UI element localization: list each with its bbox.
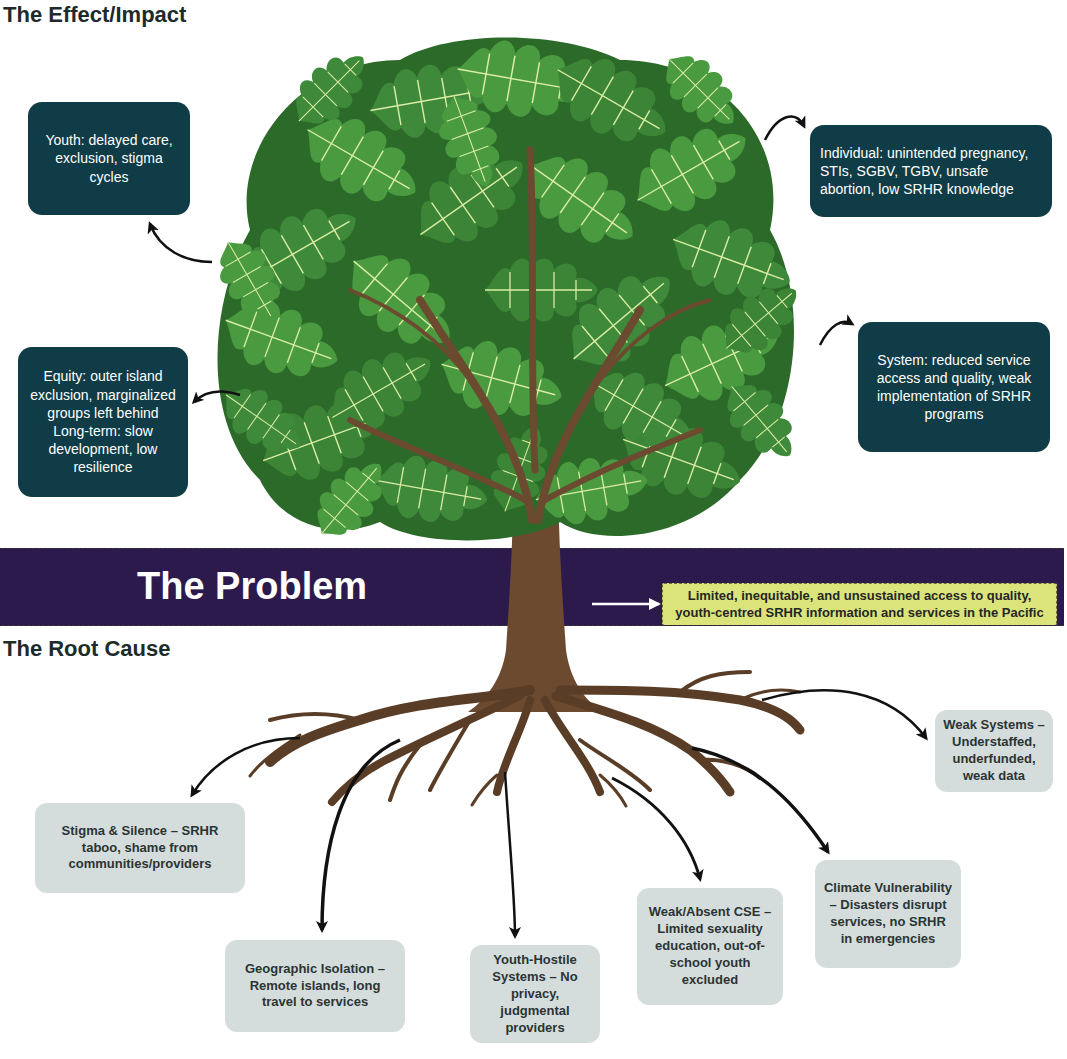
root-cause-box: Weak/Absent CSE – Limited sexuality educ… (637, 888, 783, 1005)
effect-box: Equity: outer island exclusion, marginal… (18, 347, 188, 497)
root-cause-box: Stigma & Silence – SRHR taboo, shame fro… (35, 803, 245, 893)
problem-statement-box: Limited, inequitable, and unsustained ac… (662, 583, 1057, 625)
box-text: Equity: outer island exclusion, marginal… (28, 367, 178, 422)
root-cause-box: Youth-Hostile Systems – No privacy, judg… (470, 945, 600, 1043)
box-text: Geographic Isolation – Remote islands, l… (233, 961, 397, 1012)
connector-arrow (592, 603, 659, 606)
root-cause-box: Climate Vulnerability – Disasters disrup… (815, 860, 961, 968)
effect-box: Individual: unintended pregnancy, STIs, … (810, 125, 1052, 217)
box-text: Youth: delayed care, exclusion, stigma c… (38, 131, 180, 186)
box-text: Individual: unintended pregnancy, STIs, … (820, 144, 1042, 199)
root-cause-box: Geographic Isolation – Remote islands, l… (225, 940, 405, 1032)
effect-box: System: reduced service access and quali… (858, 322, 1050, 452)
box-text: Limited, inequitable, and unsustained ac… (671, 588, 1048, 622)
box-text: Stigma & Silence – SRHR taboo, shame fro… (43, 823, 237, 874)
root-cause-box: Weak Systems – Understaffed, underfunded… (935, 710, 1053, 792)
box-text: Long-term: slow development, low resilie… (28, 422, 178, 477)
box-text: Youth-Hostile Systems – No privacy, judg… (478, 952, 592, 1036)
box-text: System: reduced service access and quali… (868, 351, 1040, 424)
problem-band: The ProblemLimited, inequitable, and uns… (0, 548, 1064, 626)
box-text: Weak Systems – Understaffed, underfunded… (943, 717, 1045, 785)
box-text: Climate Vulnerability – Disasters disrup… (823, 880, 953, 948)
effect-box: Youth: delayed care, exclusion, stigma c… (28, 102, 190, 215)
section-heading: The Root Cause (3, 636, 170, 662)
section-heading: The Effect/Impact (3, 2, 186, 28)
box-text: Weak/Absent CSE – Limited sexuality educ… (645, 904, 775, 988)
